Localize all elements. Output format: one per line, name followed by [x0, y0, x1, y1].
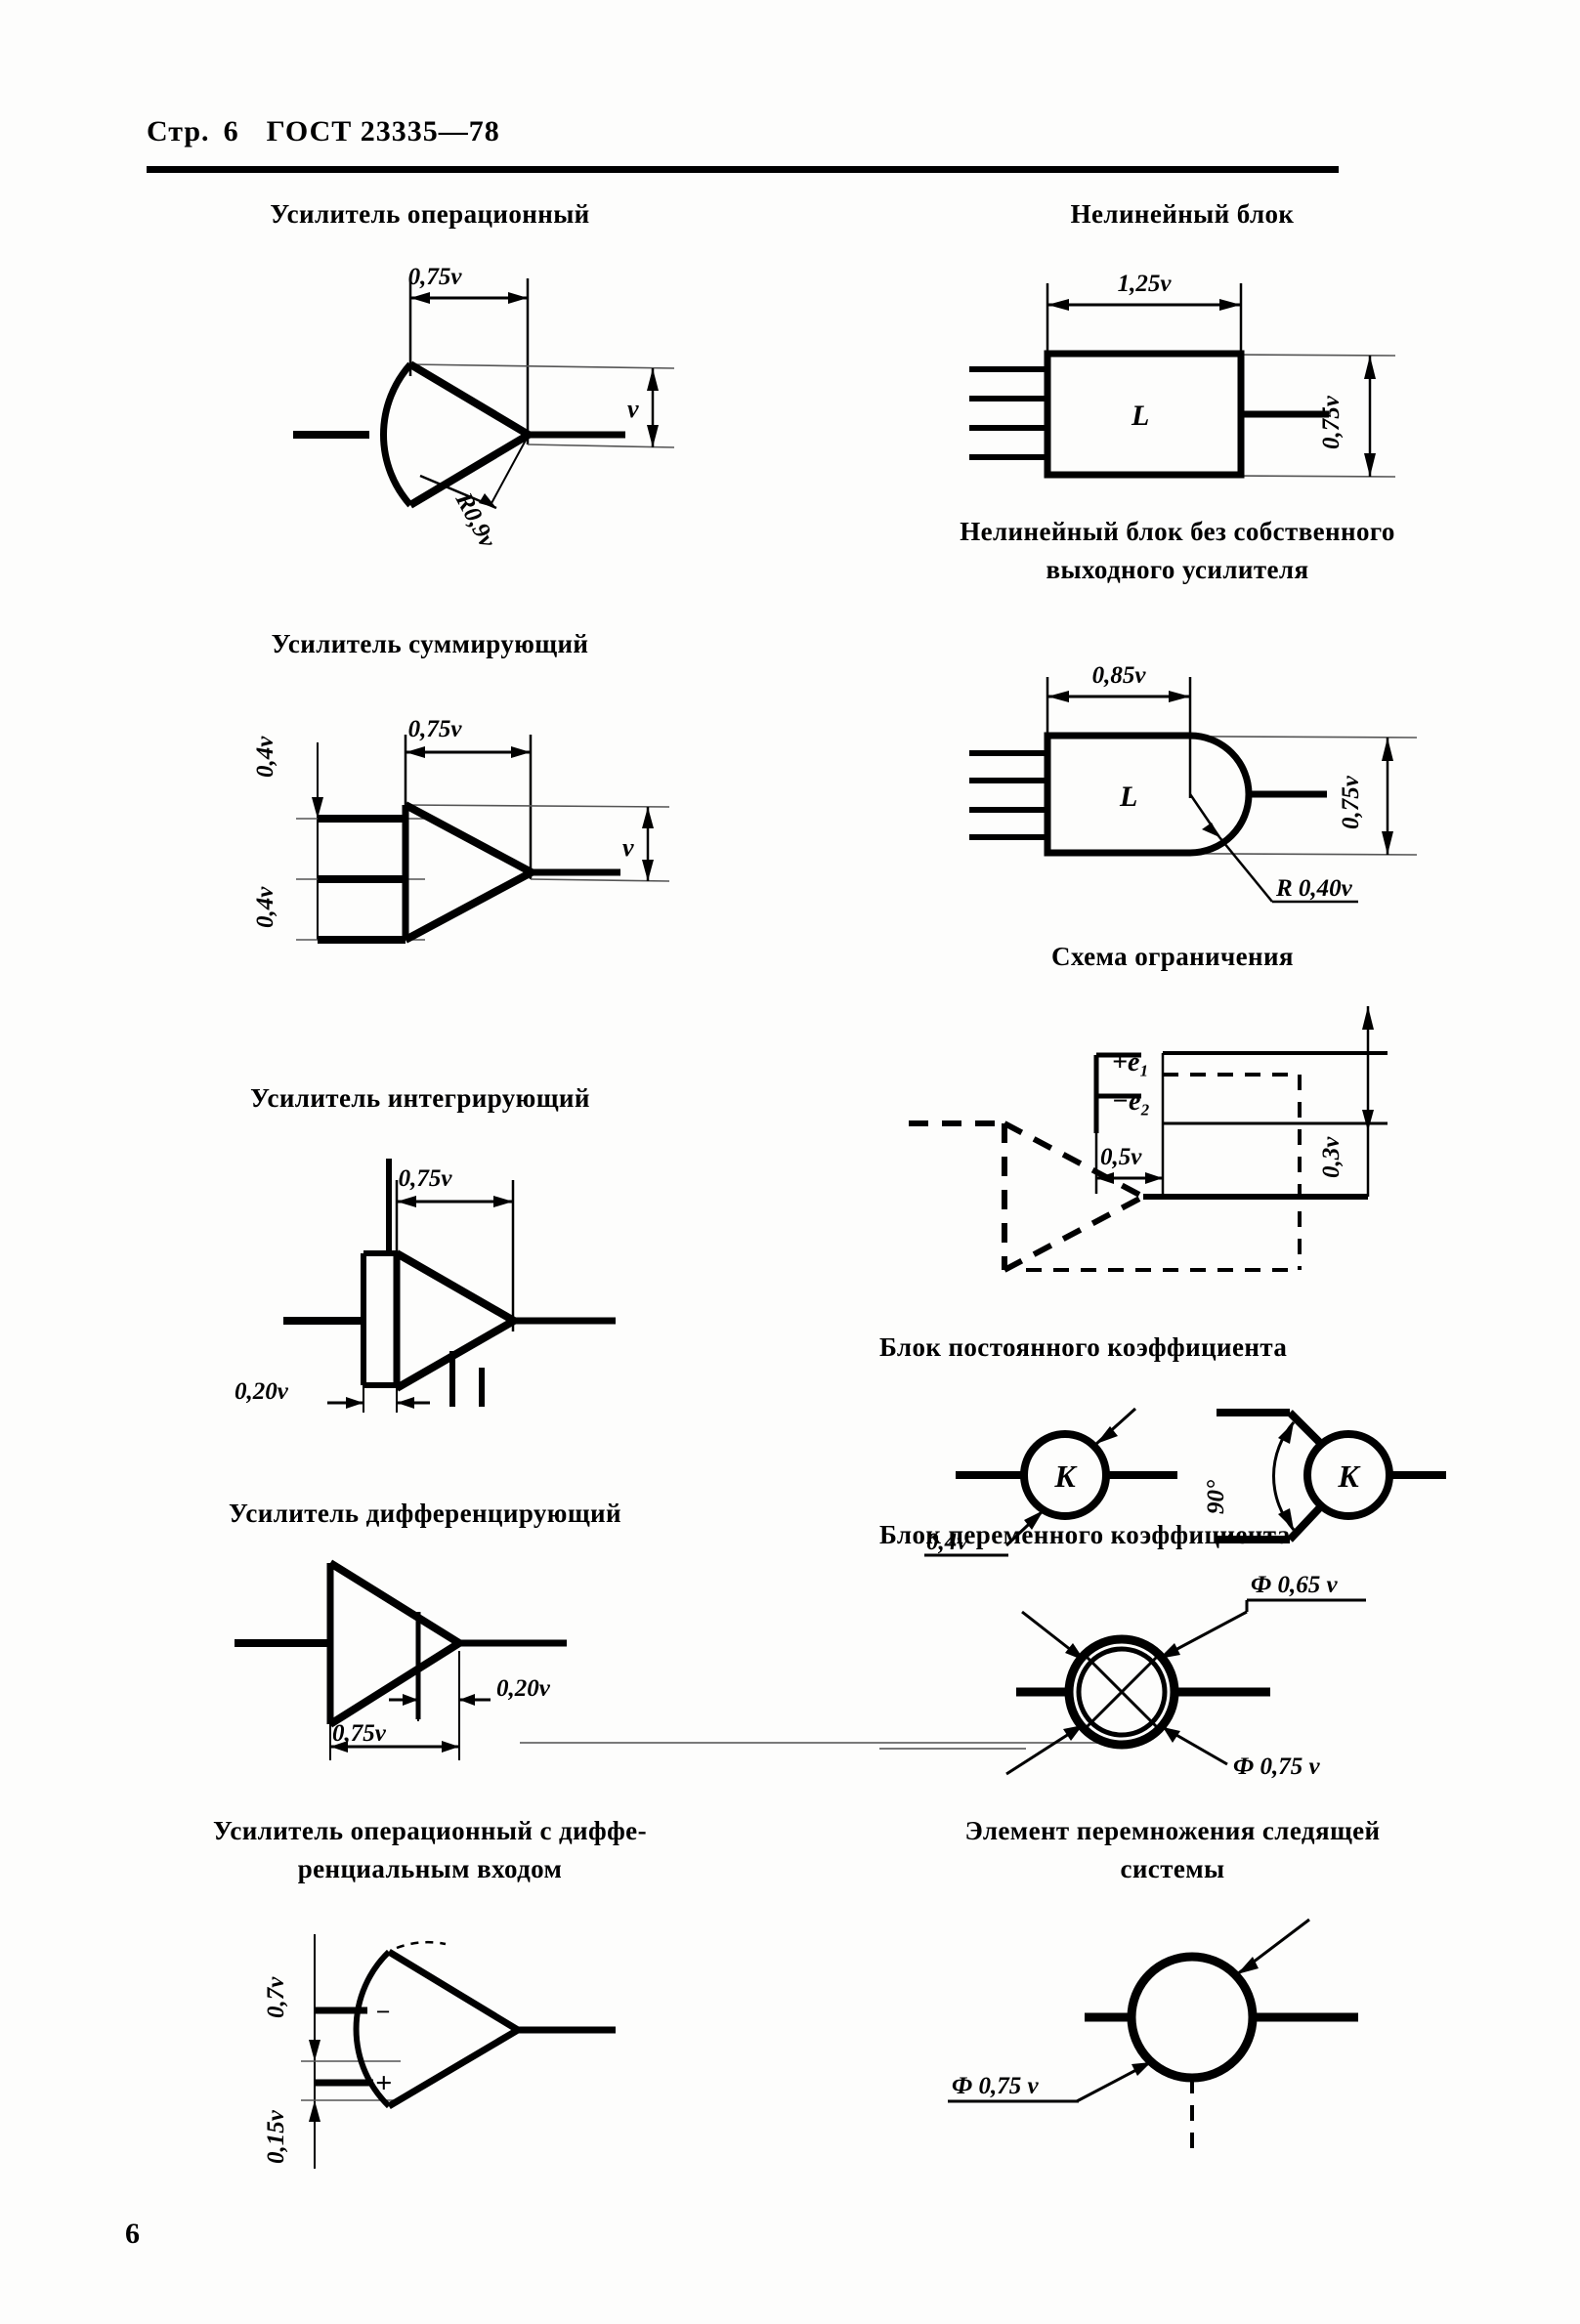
terminal-label-e2: −e₂: [1112, 1086, 1150, 1117]
dim-constant-coefficient: 0,4ν: [926, 1529, 968, 1555]
title-line-2: системы: [1120, 1854, 1225, 1884]
dim-noamp-radius: R 0,40ν: [1275, 875, 1353, 902]
dim-nonlinear-height: 0,75ν: [1318, 395, 1345, 449]
page-header: Стр. 6 ГОСТ 23335—78: [147, 115, 500, 148]
terminal-label-e1: +e₁: [1112, 1047, 1149, 1077]
title-nonlinear-block-no-amp: Нелинейный блок без собственного выходно…: [870, 513, 1485, 589]
dim-variable-inner-diameter: Ф 0,65 ν: [1251, 1572, 1339, 1598]
header-page-number: 6: [223, 115, 239, 148]
figure-variable-coefficient-block: Ф 0,65 ν Ф 0,75 ν: [879, 1572, 1446, 1797]
dim-summing-height: ν: [622, 833, 634, 862]
dim-diff-input-upper: 0,7ν: [263, 1976, 289, 2018]
title-operational-amplifier: Усилитель операционный: [270, 199, 590, 229]
dim-variable-outer-diameter: Ф 0,75 ν: [1233, 1754, 1321, 1780]
dim-diff-input-lower: 0,15ν: [263, 2109, 289, 2164]
title-servo-multiplier: Элемент перемножения следящей системы: [870, 1812, 1475, 1888]
title-line-2: выходного усилителя: [1046, 555, 1309, 585]
figure-differentiating-amplifier: 0,20ν 0,75ν: [235, 1553, 664, 1778]
figure-limiting-circuit: +e₁ −e₂ 0,5ν 0,3ν: [879, 987, 1446, 1309]
figure-differential-input-op-amp: 0,7ν 0,15ν − +: [263, 1915, 664, 2178]
figure-summing-amplifier: 0,4ν 0,4ν 0,75ν ν: [249, 684, 689, 948]
title-variable-coefficient-block: Блок переменного коэффициента: [879, 1520, 1291, 1549]
figure-constant-coefficient-block: K 0,4ν K 90°: [879, 1387, 1446, 1563]
header-standard-id: ГОСТ 23335—78: [266, 115, 500, 148]
dim-integrating-width: 0,75ν: [399, 1165, 453, 1192]
constant-coefficient-label: K: [1053, 1458, 1078, 1494]
dim-op-amp-width: 0,75ν: [408, 264, 463, 290]
figure-integrating-amplifier: 0,75ν 0,20ν: [235, 1141, 664, 1415]
dim-nonlinear-width: 1,25ν: [1118, 271, 1173, 297]
title-limiting-circuit: Схема ограничения: [1051, 942, 1294, 971]
dim-limiting-height: 0,3ν: [1318, 1136, 1345, 1178]
dim-noamp-width: 0,85ν: [1092, 662, 1147, 689]
nonlinear-block-label: L: [1131, 400, 1149, 432]
title-constant-coefficient-block: Блок постоянного коэффициента: [879, 1332, 1288, 1362]
dim-summing-spacing-top: 0,4ν: [252, 736, 278, 778]
figure-nonlinear-block: 1,25ν L 0,75ν: [928, 254, 1417, 479]
terminal-sign-minus: −: [375, 1998, 391, 2026]
title-line-1: Элемент перемножения следящей: [964, 1816, 1381, 1845]
title-line-1: Нелинейный блок без собственного: [960, 517, 1395, 546]
constant-coefficient-label-2: K: [1337, 1458, 1361, 1494]
title-differential-input-op-amp: Усилитель операционный с диффе- ренциаль…: [137, 1812, 723, 1888]
title-nonlinear-block: Нелинейный блок: [1070, 199, 1295, 229]
dim-summing-width: 0,75ν: [408, 716, 463, 742]
scan-artifact-line: [520, 1742, 1145, 1744]
dim-servo-diameter: Ф 0,75 ν: [952, 2073, 1040, 2099]
dim-differentiating-width: 0,75ν: [332, 1720, 387, 1747]
dim-differentiating-plate: 0,20ν: [496, 1675, 551, 1702]
dim-op-amp-radius: R0,9ν: [449, 487, 500, 552]
figure-servo-multiplier: Ф 0,75 ν: [879, 1910, 1446, 2164]
title-integrating-amplifier: Усилитель интегрирующий: [250, 1083, 590, 1113]
title-differentiating-amplifier: Усилитель дифференцирующий: [229, 1499, 621, 1528]
title-summing-amplifier: Усилитель суммирующий: [271, 629, 589, 658]
dim-constant-coefficient-angle: 90°: [1203, 1480, 1229, 1514]
header-rule: [147, 166, 1339, 173]
dim-limiting-width: 0,5ν: [1100, 1144, 1142, 1170]
terminal-sign-plus: +: [375, 2067, 392, 2099]
title-line-1: Усилитель операционный с диффе-: [213, 1816, 647, 1845]
dim-op-amp-height: ν: [627, 395, 639, 423]
figure-nonlinear-block-no-amp: 0,85ν L 0,75ν R 0,40ν: [928, 630, 1436, 923]
figure-operational-amplifier: 0,75ν ν R0,9ν: [274, 249, 684, 553]
dim-integrating-plate: 0,20ν: [235, 1378, 289, 1405]
footer-page-number: 6: [125, 2218, 140, 2250]
dim-summing-spacing-bottom: 0,4ν: [252, 886, 278, 928]
title-line-2: ренциальным входом: [297, 1854, 563, 1884]
noamp-block-label: L: [1119, 781, 1137, 813]
header-page-label: Стр.: [147, 115, 210, 148]
dim-noamp-height: 0,75ν: [1338, 775, 1364, 829]
